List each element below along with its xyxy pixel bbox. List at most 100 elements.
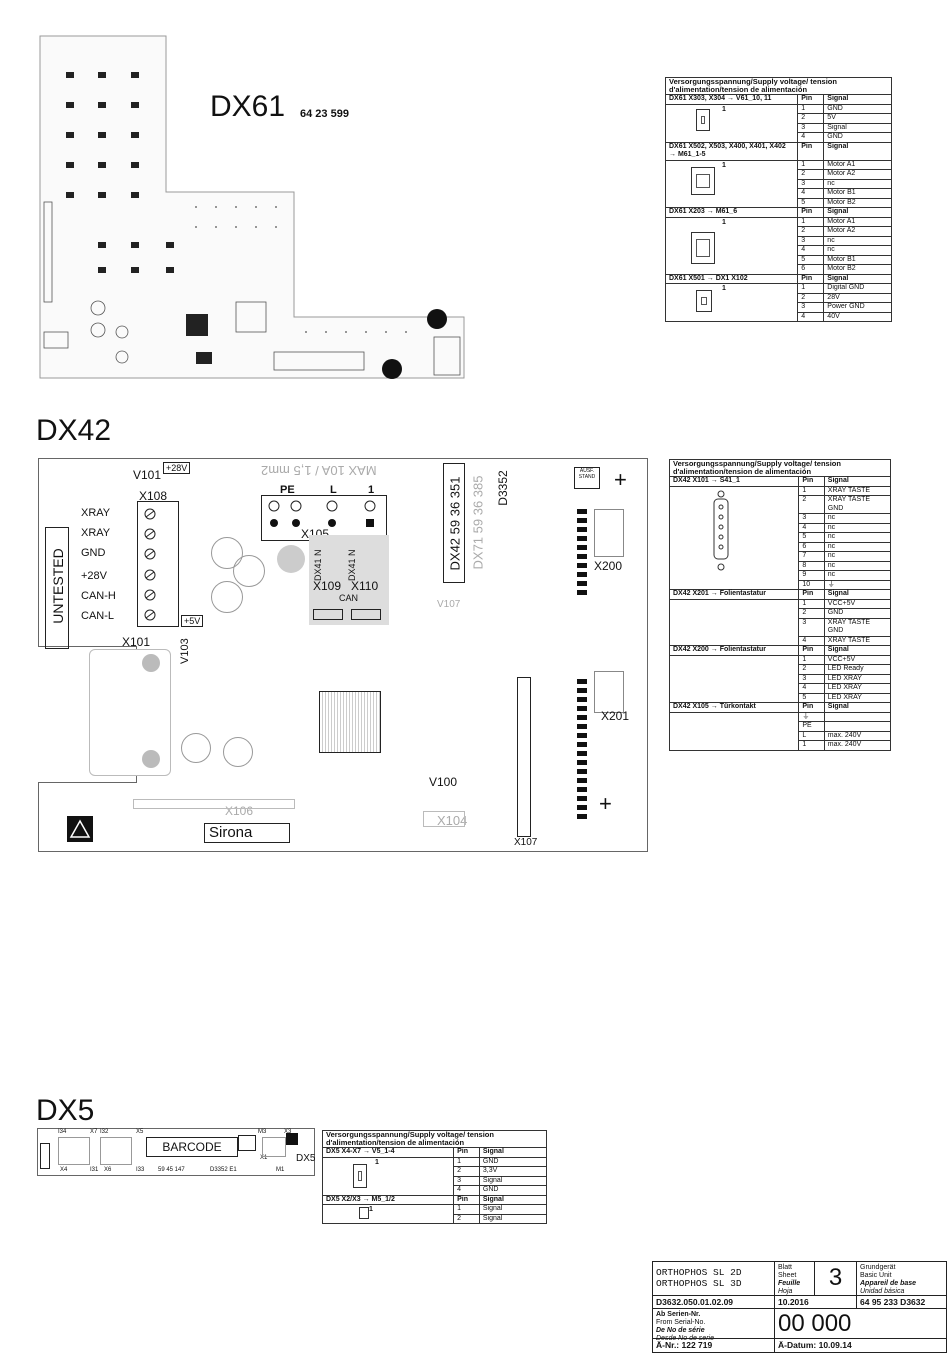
dx42-title: DX42: [36, 414, 112, 447]
signal: 3,3V: [478, 1166, 548, 1177]
untested-label: UNTESTED: [50, 548, 66, 624]
relay-label: DX41 N: [347, 549, 357, 581]
plus5v-label: +5V: [181, 615, 204, 627]
pin: 1: [797, 159, 825, 170]
blank-cell: [668, 711, 800, 751]
group-title: DX61 X303, X304 → V61_10, 11: [664, 94, 799, 105]
group-title: DX42 X200 → Folientastatur: [668, 645, 800, 656]
dx5-label: X3: [284, 1129, 292, 1135]
signal: XRAY TASTE: [823, 635, 892, 646]
pin: 2: [797, 292, 825, 303]
dx61-pin-table: Versorgungsspannung/Supply voltage/ tens…: [664, 77, 892, 322]
pin: 3: [797, 178, 825, 189]
signal: VCC+5V: [823, 654, 892, 665]
signal: Signal: [478, 1175, 548, 1186]
connector-icon: 1: [321, 1156, 455, 1196]
x201-pin-row: [577, 679, 587, 819]
signal: nc: [823, 532, 892, 543]
signal: GND: [823, 132, 892, 143]
dx5-label: X4: [60, 1167, 68, 1173]
signal: LED Ready: [823, 664, 892, 675]
pin: 2: [797, 169, 825, 180]
signal-header: Signal: [823, 94, 892, 105]
signal: Signal: [823, 122, 892, 133]
signal: LED XRAY: [823, 673, 892, 684]
dx5-label: I32: [100, 1129, 109, 1135]
capacitor: [211, 581, 243, 613]
x108-pin-label: XRAY: [81, 527, 111, 539]
unit-label-de: Grundgerät: [860, 1264, 896, 1271]
x201-label: X201: [601, 709, 630, 723]
signal-header: Signal: [823, 702, 892, 713]
dx5-label: M3: [258, 1129, 267, 1135]
dx5-pin-table: Versorgungsspannung/Supply voltage/ tens…: [321, 1130, 548, 1224]
x109-label: X109: [313, 579, 342, 593]
dx5-part-number: 59 45 147: [158, 1167, 185, 1173]
group-title: DX5 X2/X3 → M5_1/2: [321, 1194, 455, 1205]
signal-header: Signal: [823, 645, 892, 656]
signal: nc: [823, 178, 892, 189]
x108-pin-label: XRAY: [81, 507, 111, 519]
serial-label-en: From Serial-No.: [656, 1319, 706, 1326]
pin: 10: [798, 579, 825, 590]
dx5-connector: [262, 1137, 286, 1157]
signal: Motor A2: [823, 169, 892, 180]
pin-header: Pin: [453, 1147, 480, 1158]
pin: 2: [798, 664, 825, 675]
x108-label: X108: [139, 489, 168, 503]
pin: 3: [798, 617, 825, 637]
barcode-label: BARCODE: [146, 1137, 238, 1157]
dx61-board-drawing: [39, 35, 465, 379]
title-block: ORTHOPHOS SL 2D ORTHOPHOS SL 3D Blatt Sh…: [652, 1261, 947, 1353]
terminal-label: 1: [368, 484, 375, 496]
signal: 40V: [823, 311, 892, 322]
serial-label-fr: De No de série: [656, 1327, 705, 1334]
signal: Signal: [478, 1213, 548, 1224]
signal: nc: [823, 513, 892, 524]
dx61-part-number: 64 23 599: [300, 108, 349, 120]
terminal-label: PE: [280, 484, 295, 496]
x200-connector: [594, 509, 624, 557]
signal: nc: [823, 522, 892, 533]
signal: Signal: [478, 1204, 548, 1215]
max-current-label: MAX 10A / 1,5 mm2: [261, 463, 377, 478]
signal: 28V: [823, 292, 892, 303]
dx5-label: X1: [260, 1155, 268, 1161]
pin: 7: [798, 551, 825, 562]
ausf-stand-box: [238, 1135, 256, 1151]
pin: 1: [798, 485, 825, 496]
dx5-connector: [58, 1137, 90, 1165]
pin: 1: [797, 216, 825, 227]
x200-label: X200: [594, 559, 623, 573]
connector-icon: 1: [664, 103, 799, 143]
pin: 3: [798, 513, 825, 524]
ghost-part-box: DX71 59 36 385: [467, 463, 487, 581]
serial-label: Ab Serien-Nr. From Serial-No. De No de s…: [653, 1309, 775, 1342]
dx5-label: I33: [136, 1167, 145, 1173]
capacitor: [211, 537, 243, 569]
signal: ⏚: [823, 579, 892, 590]
dx5-side-connector: [40, 1143, 50, 1169]
pin: 4: [798, 635, 825, 646]
signal-header: Signal: [823, 207, 892, 218]
unit-label: Grundgerät Basic Unit Appareil de base U…: [857, 1262, 946, 1296]
esd-warning-icon: [286, 1133, 298, 1145]
relay-area: DX41 N DX41 N X109 X110 CAN: [309, 535, 389, 625]
dx5-board-name: DX5: [296, 1153, 316, 1164]
pin-header: Pin: [797, 207, 825, 218]
dx5-label: X7: [90, 1129, 98, 1135]
sheet-label-de: Blatt: [778, 1264, 793, 1271]
signal: Power GND: [823, 302, 892, 313]
x110-header: [351, 609, 381, 620]
dx42-pcb-id: D3352: [496, 470, 510, 506]
connector-icon: 1: [664, 159, 799, 208]
signal: Motor B2: [823, 264, 892, 275]
pin: 3: [798, 673, 825, 684]
x104-label: X104: [437, 813, 468, 828]
capacitor: [181, 733, 211, 763]
pin-header: Pin: [798, 589, 825, 600]
group-title: DX61 X203 → M61_6: [664, 207, 799, 218]
pin: 4: [797, 132, 825, 143]
signal: LED XRAY: [823, 692, 892, 703]
dx5-pcb-id: D3352 E1: [210, 1167, 237, 1173]
